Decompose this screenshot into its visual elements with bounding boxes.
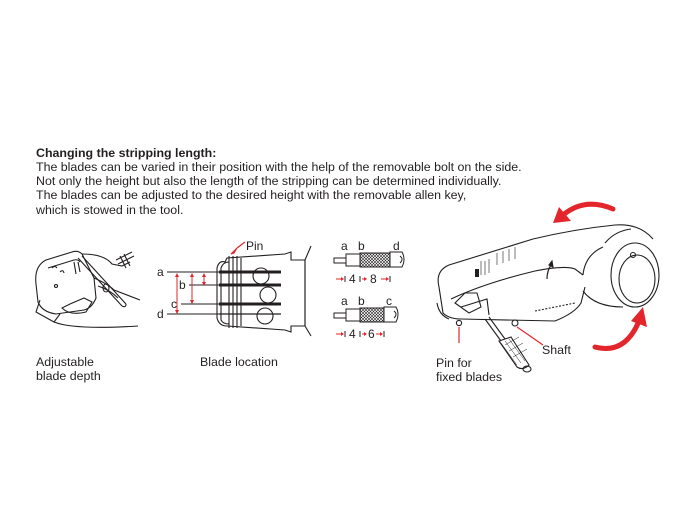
svg-text:b: b <box>358 239 365 253</box>
instructions-paragraph: The blades can be varied in their positi… <box>36 160 576 217</box>
svg-text:c: c <box>171 297 177 311</box>
instruction-line: which is stowed in the tool. <box>36 202 184 217</box>
pin-fixed-blades-label: Pin for fixed blades <box>436 356 503 384</box>
strip-length-diagram: a b d 4 8 a b c 4 6 <box>333 239 405 341</box>
instruction-line: Not only the height but also the length … <box>36 174 502 189</box>
svg-text:b: b <box>179 278 186 292</box>
instruction-line: The blades can be varied in their positi… <box>36 160 522 174</box>
shaft-label: Shaft <box>542 343 571 357</box>
blade-depth-illustration <box>35 250 141 328</box>
dimension-row-bottom: 4 6 <box>336 327 385 341</box>
svg-text:a: a <box>341 294 348 308</box>
svg-text:d: d <box>393 239 400 253</box>
section-heading: Changing the stripping length: <box>36 146 217 160</box>
svg-text:6: 6 <box>368 327 375 341</box>
svg-text:d: d <box>157 307 164 321</box>
rotate-arrow-bottom-icon <box>592 318 642 351</box>
svg-text:a: a <box>157 265 164 279</box>
svg-text:b: b <box>358 294 365 308</box>
blade-location-diagram: Pin a b c d <box>157 239 312 337</box>
svg-text:c: c <box>386 294 392 308</box>
svg-text:a: a <box>341 239 348 253</box>
blade-location-caption: Blade location <box>200 355 278 369</box>
svg-text:8: 8 <box>370 272 377 286</box>
instruction-line: The blades can be adjusted to the desire… <box>36 188 467 203</box>
svg-text:4: 4 <box>349 272 356 286</box>
dimension-row-top: 4 8 <box>336 272 391 286</box>
pin-label: Pin <box>246 239 263 253</box>
svg-text:4: 4 <box>349 327 356 341</box>
blade-depth-caption: Adjustable blade depth <box>36 355 101 383</box>
rotate-arrow-top-icon <box>560 201 616 218</box>
stripping-tool-illustration <box>436 201 660 373</box>
